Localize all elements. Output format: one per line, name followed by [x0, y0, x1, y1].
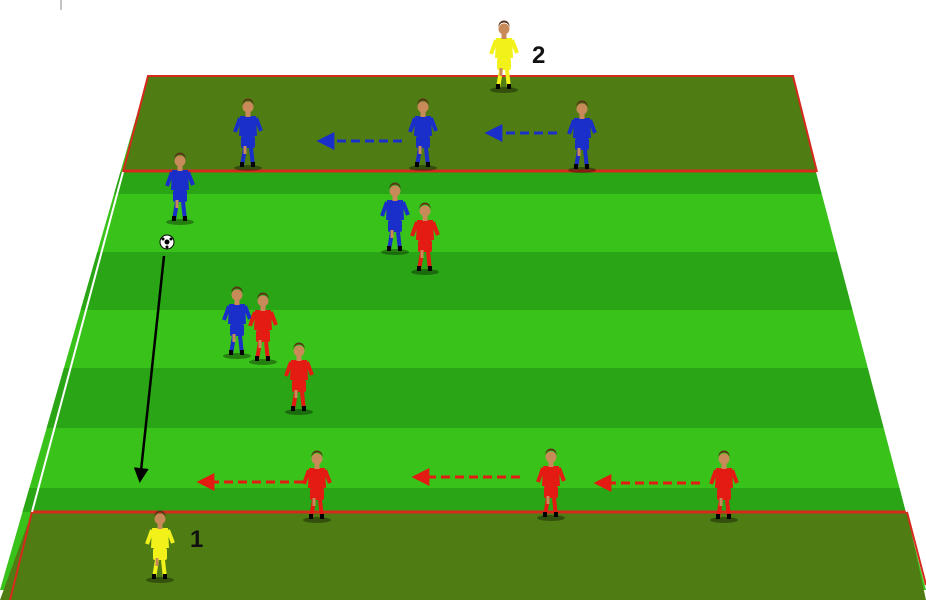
goalkeeper-label-1: 1	[190, 526, 203, 553]
end-zone-top	[123, 76, 817, 172]
field-stripe	[47, 368, 884, 428]
field-stripe	[81, 252, 854, 310]
end-zone-bottom	[0, 512, 926, 600]
soccer-ball-icon	[160, 235, 174, 249]
field-stripe	[114, 172, 824, 194]
field-stripe	[22, 488, 905, 512]
goalkeeper-label-2: 2	[532, 42, 545, 69]
